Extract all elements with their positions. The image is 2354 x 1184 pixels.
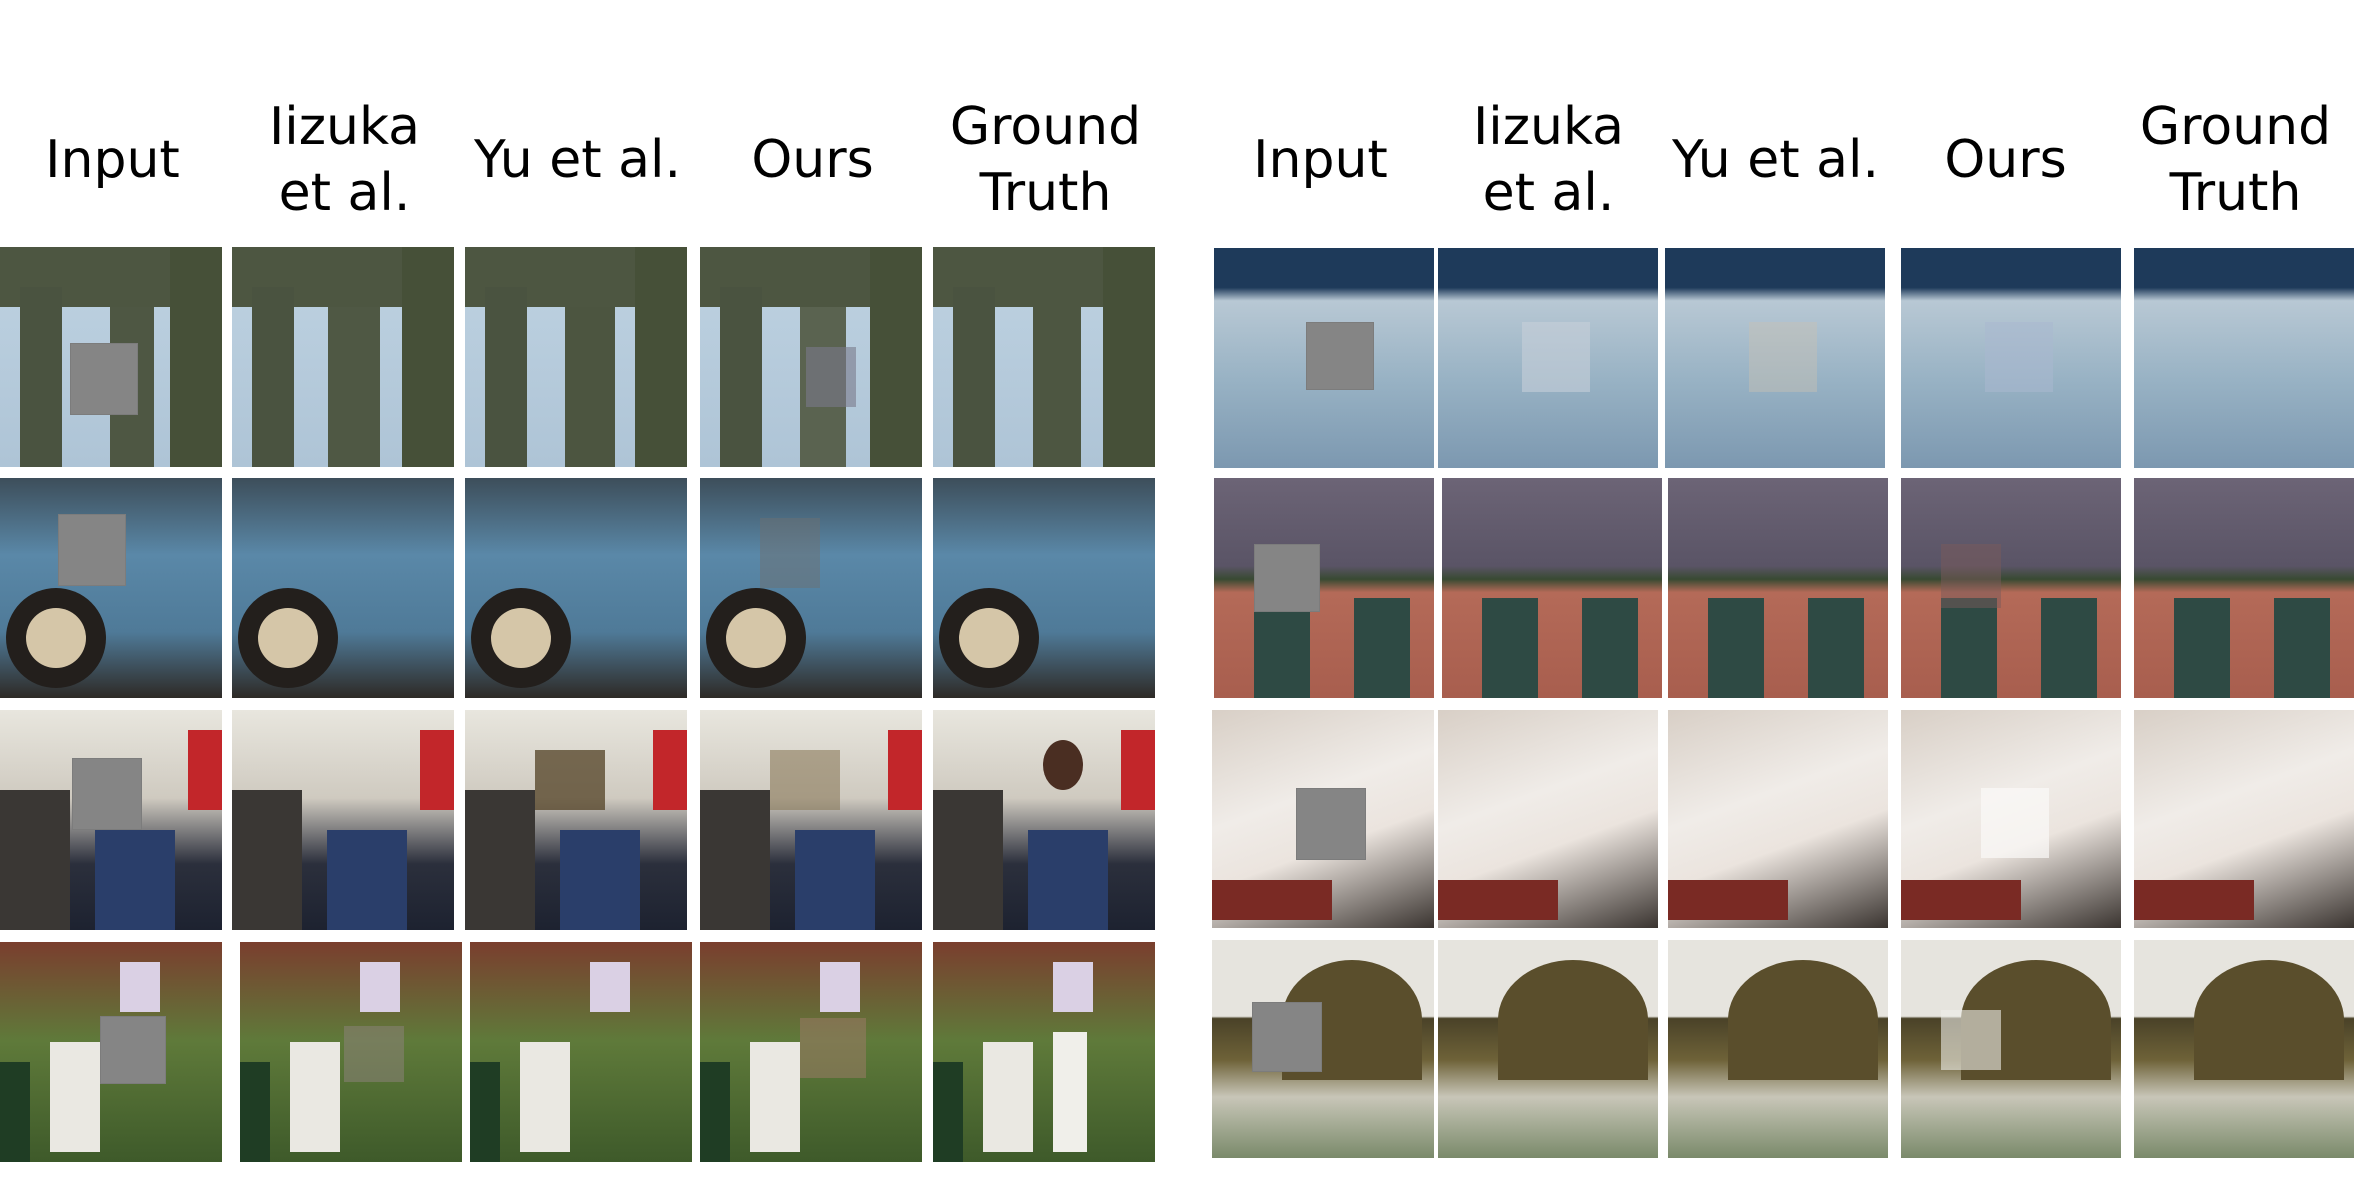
column-header-iizuka: Iizuka et al. [1436, 90, 1661, 230]
image-tile-input [1214, 248, 1434, 468]
image-tile-ground-truth [933, 942, 1155, 1162]
image-tile-ground-truth [2134, 940, 2354, 1158]
header-line-2: et al. [1482, 163, 1615, 223]
header-line-1: Input [1253, 130, 1388, 190]
header-line-1: Ground [2139, 97, 2332, 157]
image-tile-ours [700, 247, 922, 467]
image-tile-ours [1901, 710, 2121, 928]
column-header-input: Input [0, 90, 225, 230]
image-tile-iizuka [232, 478, 454, 698]
image-tile-iizuka [232, 247, 454, 467]
image-tile-ours [700, 942, 922, 1162]
column-header-iizuka: Iizuka et al. [232, 90, 457, 230]
header-line-1: Input [45, 130, 180, 190]
image-tile-iizuka [1442, 478, 1662, 698]
image-tile-yu [470, 942, 692, 1162]
header-line-1: Yu et al. [473, 130, 682, 190]
header-line-1: Ground [949, 97, 1142, 157]
header-line-1: Ours [1944, 130, 2067, 190]
image-tile-input [0, 710, 222, 930]
image-tile-ours [700, 710, 922, 930]
column-header-ours: Ours [1893, 90, 2118, 230]
header-line-1: Iizuka [268, 97, 421, 157]
image-tile-ground-truth [933, 710, 1155, 930]
image-tile-input [1212, 940, 1434, 1158]
left-panel: Input Iizuka et al. Yu et al. Ours Groun… [0, 0, 1165, 1184]
image-tile-ground-truth [2134, 478, 2354, 698]
right-panel: Input Iizuka et al. Yu et al. Ours Groun… [1208, 0, 2354, 1184]
image-tile-ours [1901, 940, 2121, 1158]
column-header-ground-truth: Ground Truth [2123, 90, 2348, 230]
image-tile-yu [1668, 478, 1888, 698]
image-tile-input [0, 942, 222, 1162]
image-tile-input [0, 478, 222, 698]
header-line-2: Truth [979, 163, 1112, 223]
image-tile-input [1214, 478, 1434, 698]
column-header-ours: Ours [700, 90, 925, 230]
image-tile-ours [700, 478, 922, 698]
image-tile-iizuka [1438, 248, 1658, 468]
image-tile-iizuka [1438, 710, 1658, 928]
header-line-2: Truth [2169, 163, 2302, 223]
image-tile-input [0, 247, 222, 467]
header-line-1: Yu et al. [1671, 130, 1880, 190]
column-header-ground-truth: Ground Truth [933, 90, 1158, 230]
image-tile-iizuka [1438, 940, 1658, 1158]
column-header-yu: Yu et al. [465, 90, 690, 230]
image-tile-yu [465, 478, 687, 698]
header-line-1: Ours [751, 130, 874, 190]
header-line-1: Iizuka [1472, 97, 1625, 157]
image-tile-iizuka [240, 942, 462, 1162]
image-tile-ours [1901, 248, 2121, 468]
image-tile-ground-truth [2134, 248, 2354, 468]
image-tile-yu [465, 710, 687, 930]
column-header-input: Input [1208, 90, 1433, 230]
image-tile-yu [1668, 940, 1888, 1158]
image-tile-ground-truth [933, 247, 1155, 467]
image-tile-yu [1665, 248, 1885, 468]
image-tile-ground-truth [933, 478, 1155, 698]
header-line-2: et al. [278, 163, 411, 223]
image-tile-input [1212, 710, 1434, 928]
image-tile-yu [1668, 710, 1888, 928]
image-tile-iizuka [232, 710, 454, 930]
image-tile-ours [1901, 478, 2121, 698]
image-tile-ground-truth [2134, 710, 2354, 928]
column-header-yu: Yu et al. [1663, 90, 1888, 230]
image-tile-yu [465, 247, 687, 467]
